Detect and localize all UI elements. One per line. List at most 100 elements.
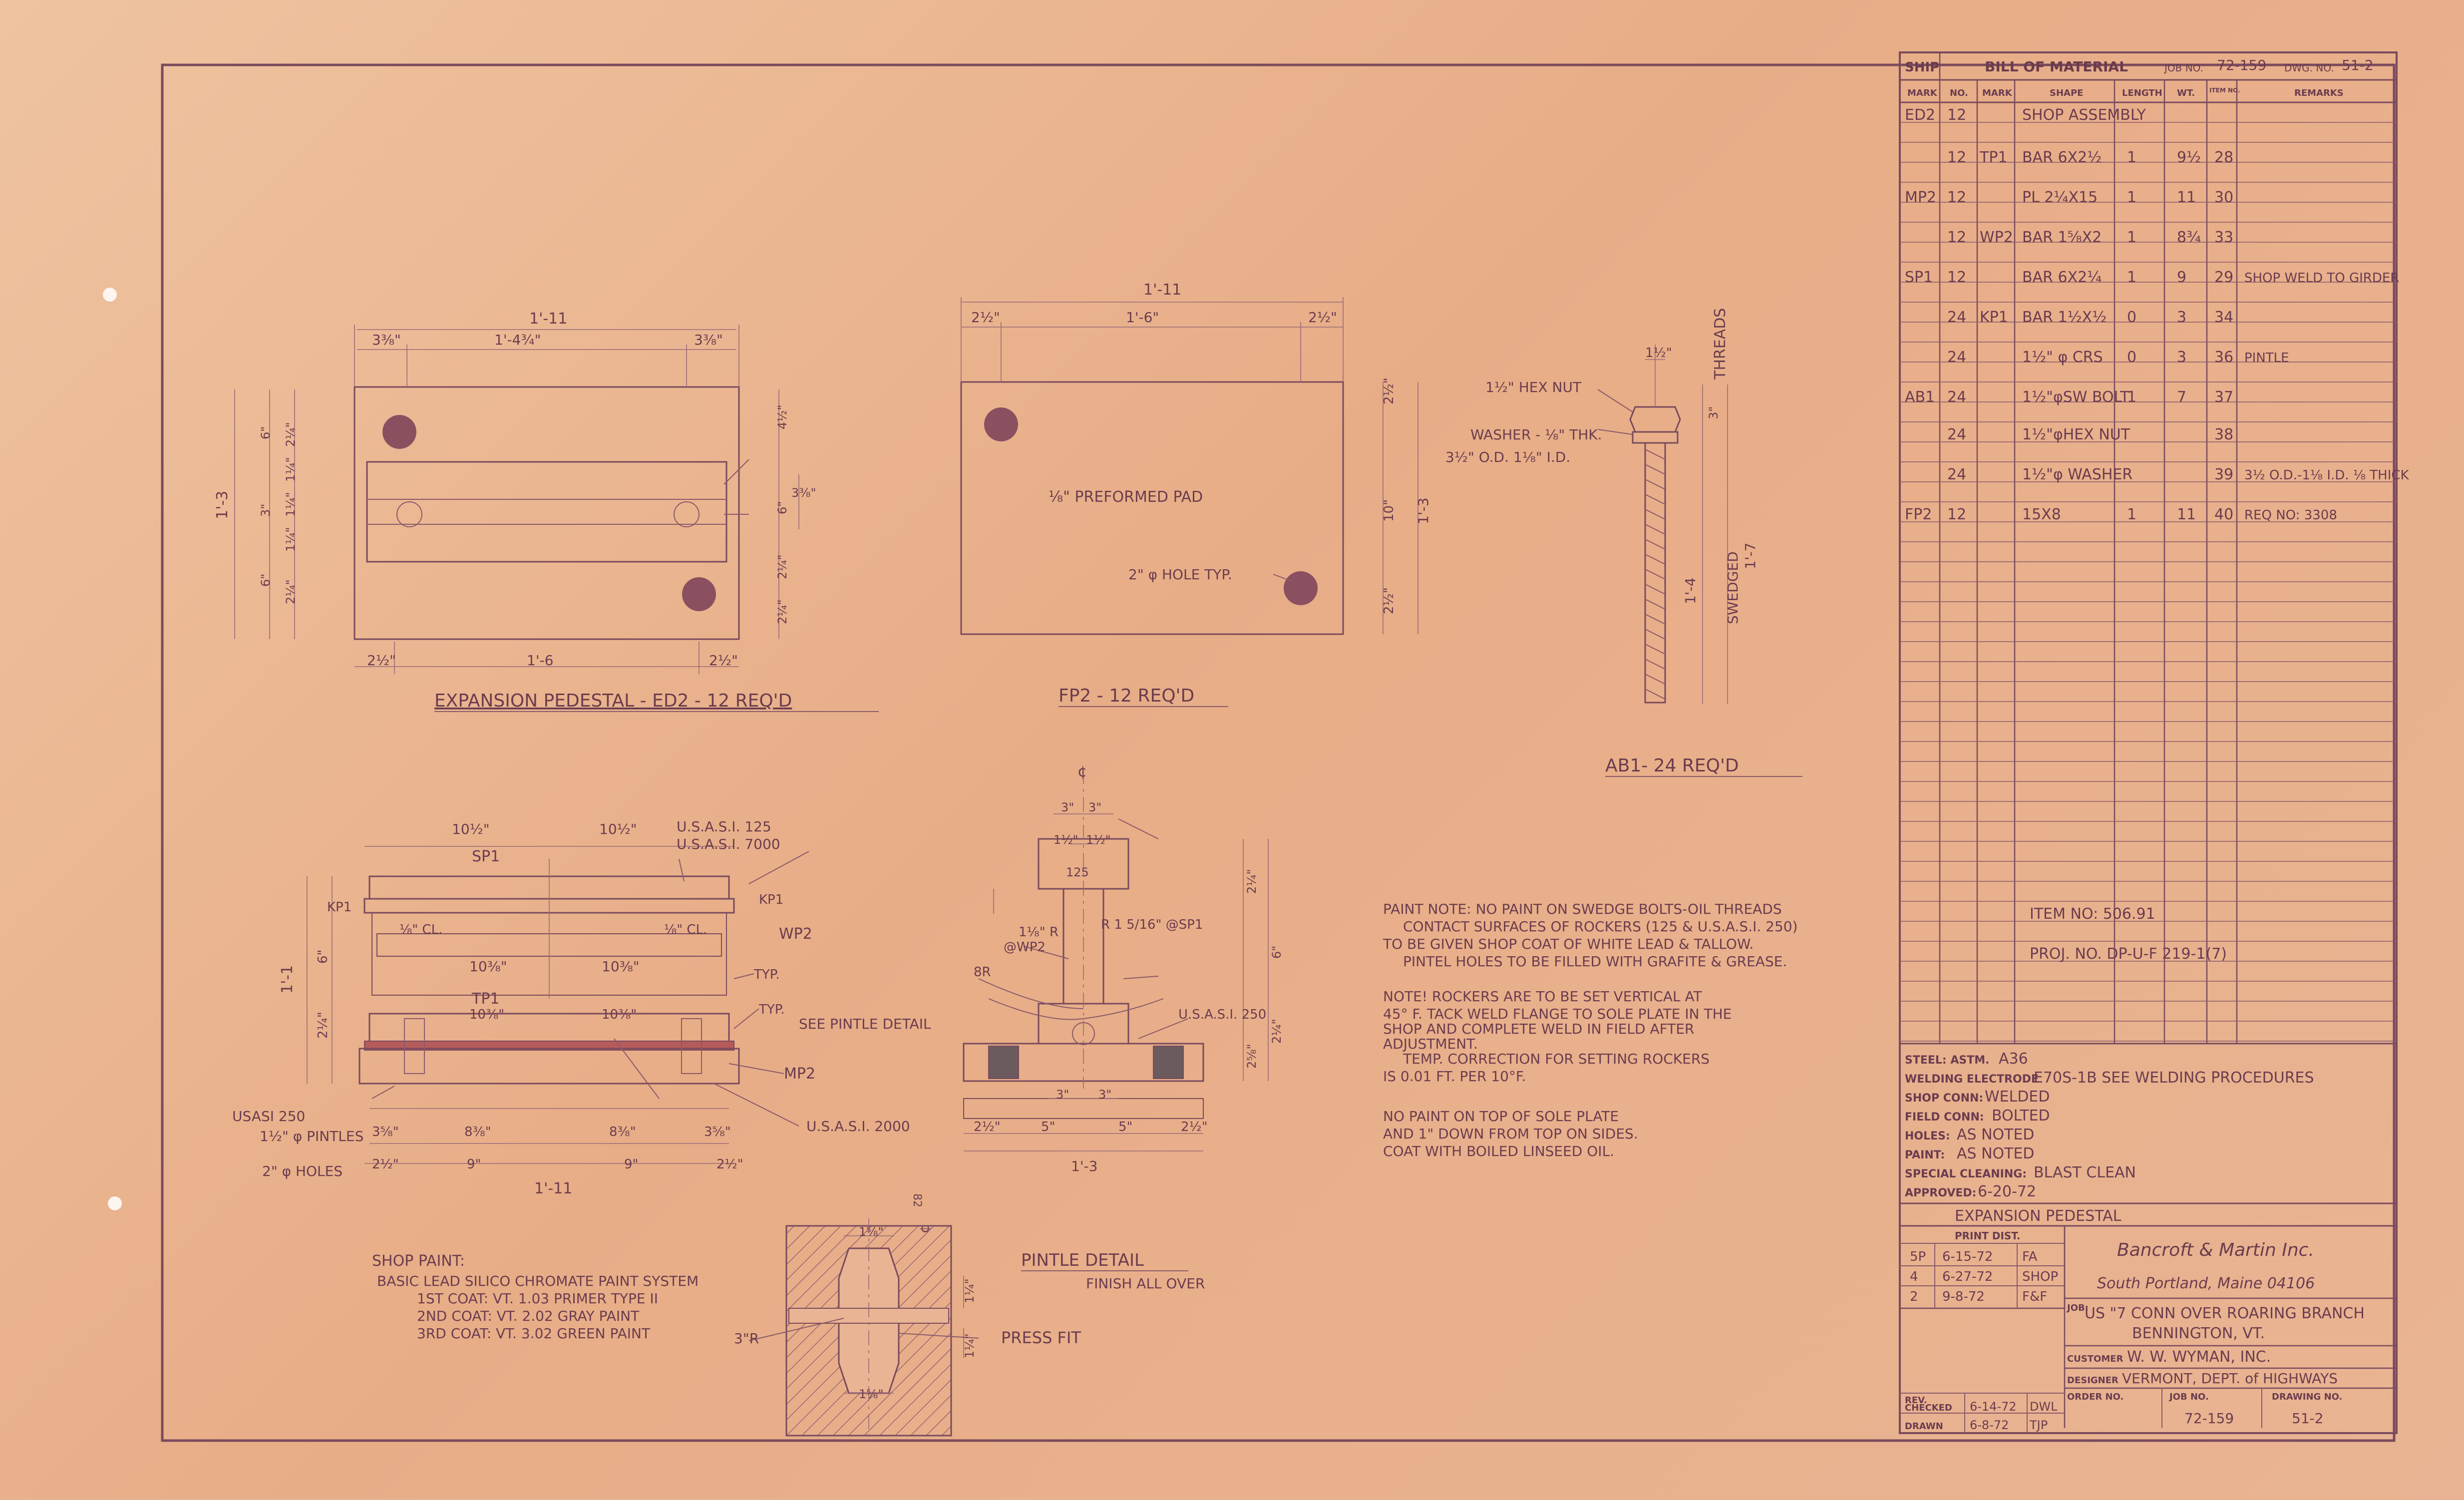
svg-text:LENGTH: LENGTH bbox=[2122, 88, 2162, 98]
bom-cell: 11 bbox=[2177, 189, 2196, 206]
shop-paint-line: 3RD COAT: VT. 3.02 GREEN PAINT bbox=[417, 1325, 651, 1342]
bom-cell: 3½ O.D.-1⅛ I.D. ⅛ THICK bbox=[2244, 468, 2410, 483]
designer-label: DESIGNER bbox=[2067, 1375, 2118, 1386]
bom-cell: 37 bbox=[2214, 388, 2233, 406]
bom-cell: BAR 1⅝X2 bbox=[2022, 229, 2102, 246]
sheet-border bbox=[161, 63, 2396, 1442]
print-dist-cell: 5P bbox=[1910, 1249, 1926, 1264]
fp2-r4: 2½" bbox=[1382, 587, 1397, 614]
svg-text:MARK: MARK bbox=[1982, 88, 2013, 98]
elev-pintles: 1½" φ PINTLES bbox=[260, 1128, 363, 1144]
svg-text:4½": 4½" bbox=[775, 404, 789, 429]
bom-cell: 1 bbox=[2127, 229, 2136, 246]
side-atwp2: @WP2 bbox=[1004, 940, 1046, 955]
ab1-top: 1½" bbox=[1645, 346, 1672, 361]
shop-paint-title: SHOP PAINT: bbox=[372, 1252, 465, 1270]
spec-label: FIELD CONN: bbox=[1905, 1111, 1984, 1124]
bom-cell: 1 bbox=[2127, 269, 2136, 286]
fp2-plan-view: 1'-11 2½" 1'-6" 2½" ⅛" PREFORMED PAD 2" … bbox=[960, 281, 1431, 707]
pintle-title: PINTLE DETAIL bbox=[1021, 1250, 1144, 1270]
fp2-r1: 2½" bbox=[1382, 377, 1397, 404]
fp2-r2: 10" bbox=[1382, 499, 1397, 522]
elev-b: 10½" bbox=[599, 821, 637, 837]
bom-title: BILL OF MATERIAL bbox=[1985, 58, 2128, 75]
shop-paint-line: BASIC LEAD SILICO CHROMATE PAINT SYSTEM bbox=[377, 1273, 699, 1289]
side-sr: 8R bbox=[974, 965, 991, 980]
elev-mp2: MP2 bbox=[784, 1065, 815, 1083]
bom-cell: 12 bbox=[1947, 189, 1966, 206]
elev-h3: 2¼" bbox=[316, 1012, 331, 1039]
bom-cell: 1½" φ CRS bbox=[2022, 349, 2103, 366]
elev-d1038c: 10⅜" bbox=[469, 1007, 504, 1022]
bom-cell: FP2 bbox=[1905, 506, 1932, 523]
pintle-press: PRESS FIT bbox=[1001, 1328, 1081, 1347]
bom-cell: SHOP WELD TO GIRDER bbox=[2244, 271, 2399, 286]
ed2-dmid: 1'-4¾" bbox=[494, 332, 541, 348]
ab1-three: 3" bbox=[1707, 406, 1721, 419]
bom-cell: 0 bbox=[2127, 309, 2136, 326]
bom-cell: 7 bbox=[2177, 388, 2186, 406]
bom-cell: 36 bbox=[2214, 349, 2233, 366]
spec-label: SHOP CONN: bbox=[1905, 1092, 1983, 1105]
checked-label: CHECKED bbox=[1905, 1403, 1952, 1413]
pintle-circle bbox=[396, 501, 422, 527]
bom-cell: KP1 bbox=[1980, 309, 2008, 326]
spec-label: STEEL: ASTM. bbox=[1905, 1054, 1990, 1067]
svg-text:REMARKS: REMARKS bbox=[2294, 88, 2344, 98]
bom-cell: 9 bbox=[2177, 269, 2186, 286]
svg-text:6": 6" bbox=[775, 501, 789, 514]
side-v3: 2⅝" bbox=[1245, 1044, 1259, 1069]
elev-sp1: SP1 bbox=[472, 848, 500, 865]
ed2-elevation-view: 10½" 10½" U.S.A.S.I. 125 U.S.A.S.I. 7000… bbox=[232, 818, 931, 1197]
bom-job-no: 72-159 bbox=[2217, 57, 2266, 73]
general-notes: PAINT NOTE: NO PAINT ON SWEDGE BOLTS-OIL… bbox=[1383, 901, 1798, 1159]
pintle-side2: 1¼" bbox=[963, 1333, 977, 1358]
side-d1: 2½" bbox=[974, 1120, 1001, 1134]
bom-cell: 30 bbox=[2214, 189, 2233, 206]
bom-cell: SP1 bbox=[1905, 269, 1933, 286]
bom-cell: 12 bbox=[1947, 229, 1966, 246]
bom-cell: 40 bbox=[2214, 506, 2233, 523]
bill-of-material: SHIP BILL OF MATERIAL JOB NO. 72-159 DWG… bbox=[1899, 51, 2410, 1434]
bom-ship: SHIP bbox=[1905, 60, 1939, 75]
ed2-d38a: 3⅜" bbox=[372, 332, 401, 348]
bom-cell: 11 bbox=[2177, 506, 2196, 523]
spec-value: BLAST CLEAN bbox=[2034, 1164, 2136, 1181]
paint-note-line: PAINT NOTE: NO PAINT ON SWEDGE BOLTS-OIL… bbox=[1383, 901, 1782, 917]
spec-label: WELDING ELECTRODE bbox=[1905, 1073, 2039, 1086]
checked-date: 6-14-72 bbox=[1970, 1400, 2017, 1414]
side-r1: 1⅛" R bbox=[1019, 925, 1058, 940]
spec-value: BOLTED bbox=[1992, 1107, 2050, 1125]
side-d3: 5" bbox=[1118, 1120, 1133, 1134]
bom-job-label: JOB NO. bbox=[2163, 62, 2203, 74]
bom-cell: MP2 bbox=[1905, 189, 1936, 206]
spec-value: AS NOTED bbox=[1957, 1145, 2035, 1162]
fp2-da: 2½" bbox=[971, 309, 1000, 326]
fp2-title: FP2 - 12 REQ'D bbox=[1058, 686, 1194, 706]
no-paint-line: NO PAINT ON TOP OF SOLE PLATE bbox=[1383, 1108, 1619, 1125]
ed2-title: EXPANSION PEDESTAL - ED2 - 12 REQ'D bbox=[434, 691, 792, 711]
bom-cell: 0 bbox=[2127, 349, 2136, 366]
svg-text:MARK: MARK bbox=[1907, 88, 1938, 98]
bom-cell: 24 bbox=[1947, 309, 1966, 326]
print-dist-label: PRINT DIST. bbox=[1955, 1230, 2021, 1242]
svg-text:WT.: WT. bbox=[2177, 88, 2195, 98]
spec-value: WELDED bbox=[1985, 1088, 2050, 1106]
svg-text:6": 6" bbox=[259, 574, 273, 587]
spec-value: A36 bbox=[1999, 1050, 2028, 1068]
bom-cell: 38 bbox=[2214, 426, 2233, 443]
side-v4: 2¼" bbox=[1270, 1019, 1284, 1044]
checked-by: DWL bbox=[2030, 1400, 2058, 1414]
pintle-r: 3"R bbox=[734, 1330, 759, 1347]
no-paint-line: COAT WITH BOILED LINSEED OIL. bbox=[1383, 1143, 1614, 1159]
rocker-note-line: NOTE! ROCKERS ARE TO BE SET VERTICAL AT bbox=[1383, 988, 1702, 1005]
elev-total: 1'-11 bbox=[534, 1180, 572, 1197]
bom-cell: 12 bbox=[1947, 149, 1966, 166]
rocker-note-line: ADJUSTMENT. bbox=[1383, 1036, 1478, 1052]
pintle-circle bbox=[674, 501, 700, 527]
svg-text:2¼": 2¼" bbox=[775, 599, 789, 624]
bom-cell: 24 bbox=[1947, 466, 1966, 483]
ab1-washer2: 3½" O.D. 1⅛" I.D. bbox=[1445, 449, 1570, 465]
side-r2: R 1 5/16" @SP1 bbox=[1101, 917, 1203, 932]
